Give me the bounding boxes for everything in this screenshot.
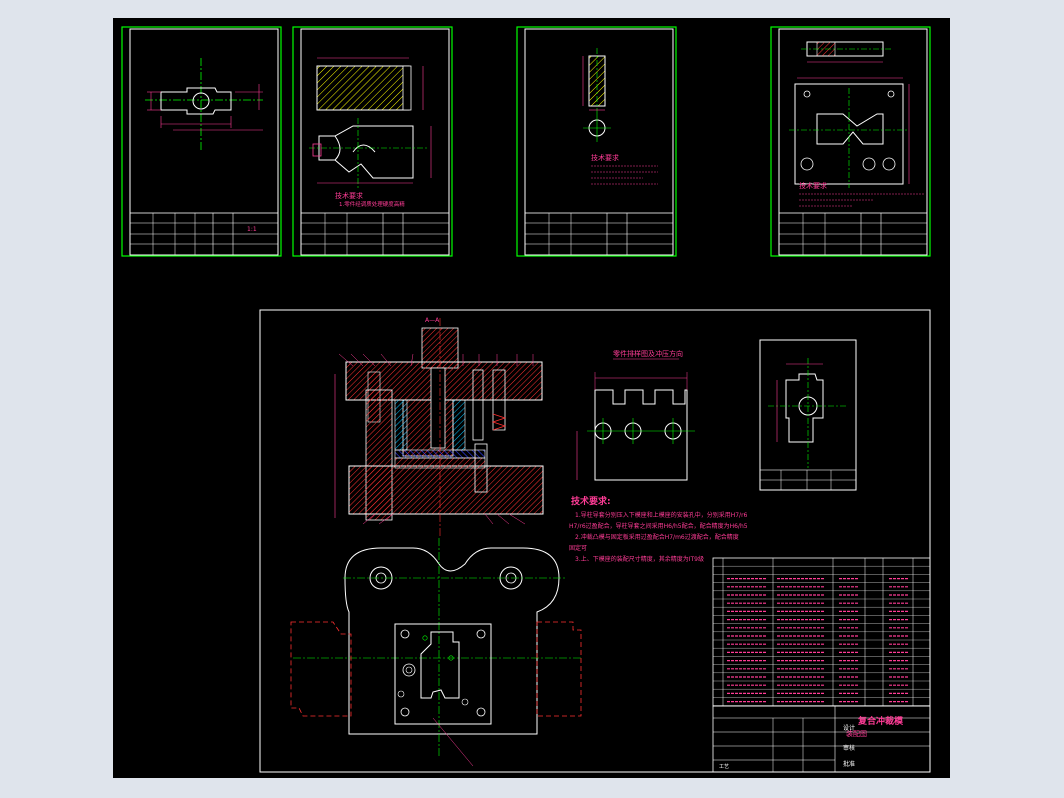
cad-viewport[interactable]: 1:1 技术要求 1.零件经调质处理硬度高精: [113, 18, 950, 778]
plate-plan-view: [318, 125, 414, 179]
tech-line-2: H7/r6过盈配合，导柱导套之间采用H6/h5配合，配合精度为H6/h5: [569, 522, 748, 530]
sheet-1-scale: 1:1: [247, 226, 257, 233]
plan-view-lower-die: [290, 538, 583, 767]
drawing-type: 装配图: [846, 729, 867, 738]
tech-line-5: 3.上、下模座的装配尺寸精度，其余精度为IT9级: [575, 555, 704, 563]
strip-outline: [594, 389, 688, 481]
bill-of-materials: [712, 557, 931, 707]
cad-drawing-canvas: 1:1 技术要求 1.零件经调质处理硬度高精: [121, 26, 931, 773]
sheet-2-title-block: [300, 212, 450, 256]
sheet-3-part-drawing[interactable]: 技术要求: [516, 26, 677, 257]
checker-label: 审核: [843, 744, 855, 752]
strip-layout: 零件排样图及冲压方向: [576, 349, 695, 481]
approve-label: 批准: [843, 760, 855, 768]
section-label: A—A: [425, 317, 440, 324]
sheet-4-title-block: [778, 212, 928, 256]
die-opening: [816, 113, 884, 145]
assembly-title-block: 复合冲裁模 装配图 设计 审核 批准 工艺: [712, 705, 931, 773]
part-detail-title-block: [759, 469, 857, 491]
part-detail-view: [759, 339, 857, 491]
section-view-a-a: A—A: [334, 317, 544, 538]
sheet-2-note-line: 1.零件经调质处理硬度高精: [339, 200, 405, 208]
tech-line-1: 1.导柱导套分别压入下模座和上模座的安装孔中，分别采用H7/r6: [575, 511, 748, 519]
sheet-1-part-drawing[interactable]: 1:1: [121, 26, 282, 257]
tech-line-3: 2.冲裁凸模与固定板采用过盈配合H7/m6过渡配合，配合精度: [575, 533, 739, 541]
strip-phantom-left: [290, 621, 352, 717]
part-profile: [160, 87, 232, 115]
technical-requirements: 技术要求: 1.导柱导套分别压入下模座和上模座的安装孔中，分别采用H7/r6 H…: [569, 495, 748, 563]
die-set-outline: [344, 547, 560, 735]
sheet-1-frame: [129, 28, 279, 256]
die-block: [394, 623, 492, 725]
sheet-2-part-drawing[interactable]: 技术要求 1.零件经调质处理硬度高精: [292, 26, 453, 257]
punch-holder: [402, 399, 454, 457]
lower-die-set: [348, 465, 544, 515]
tech-line-4: 固定可: [569, 544, 587, 552]
assembly-name: 复合冲裁模: [857, 715, 904, 727]
plate-section-view: [316, 65, 410, 111]
assembly-sheet[interactable]: A—A: [259, 309, 931, 773]
sheet-4-part-drawing[interactable]: 技术要求: [770, 26, 931, 257]
sheet-2-note-title: 技术要求: [335, 191, 363, 200]
tech-title: 技术要求:: [571, 495, 611, 507]
designer-label: 设计: [843, 724, 855, 732]
sheet-3-title-block: [524, 212, 674, 256]
sheet-1-title-block: 1:1: [129, 212, 279, 256]
assembly-frame: [259, 309, 931, 773]
process-label: 工艺: [719, 764, 729, 770]
sheet-4-note-title: 技术要求: [799, 181, 827, 190]
strip-title: 零件排样图及冲压方向: [613, 349, 683, 358]
sheet-3-note-title: 技术要求: [591, 153, 619, 162]
sheet-1-border: [121, 26, 282, 257]
die-cavity: [420, 631, 460, 699]
strip-phantom-right: [536, 621, 582, 717]
part-outline: [785, 373, 824, 443]
